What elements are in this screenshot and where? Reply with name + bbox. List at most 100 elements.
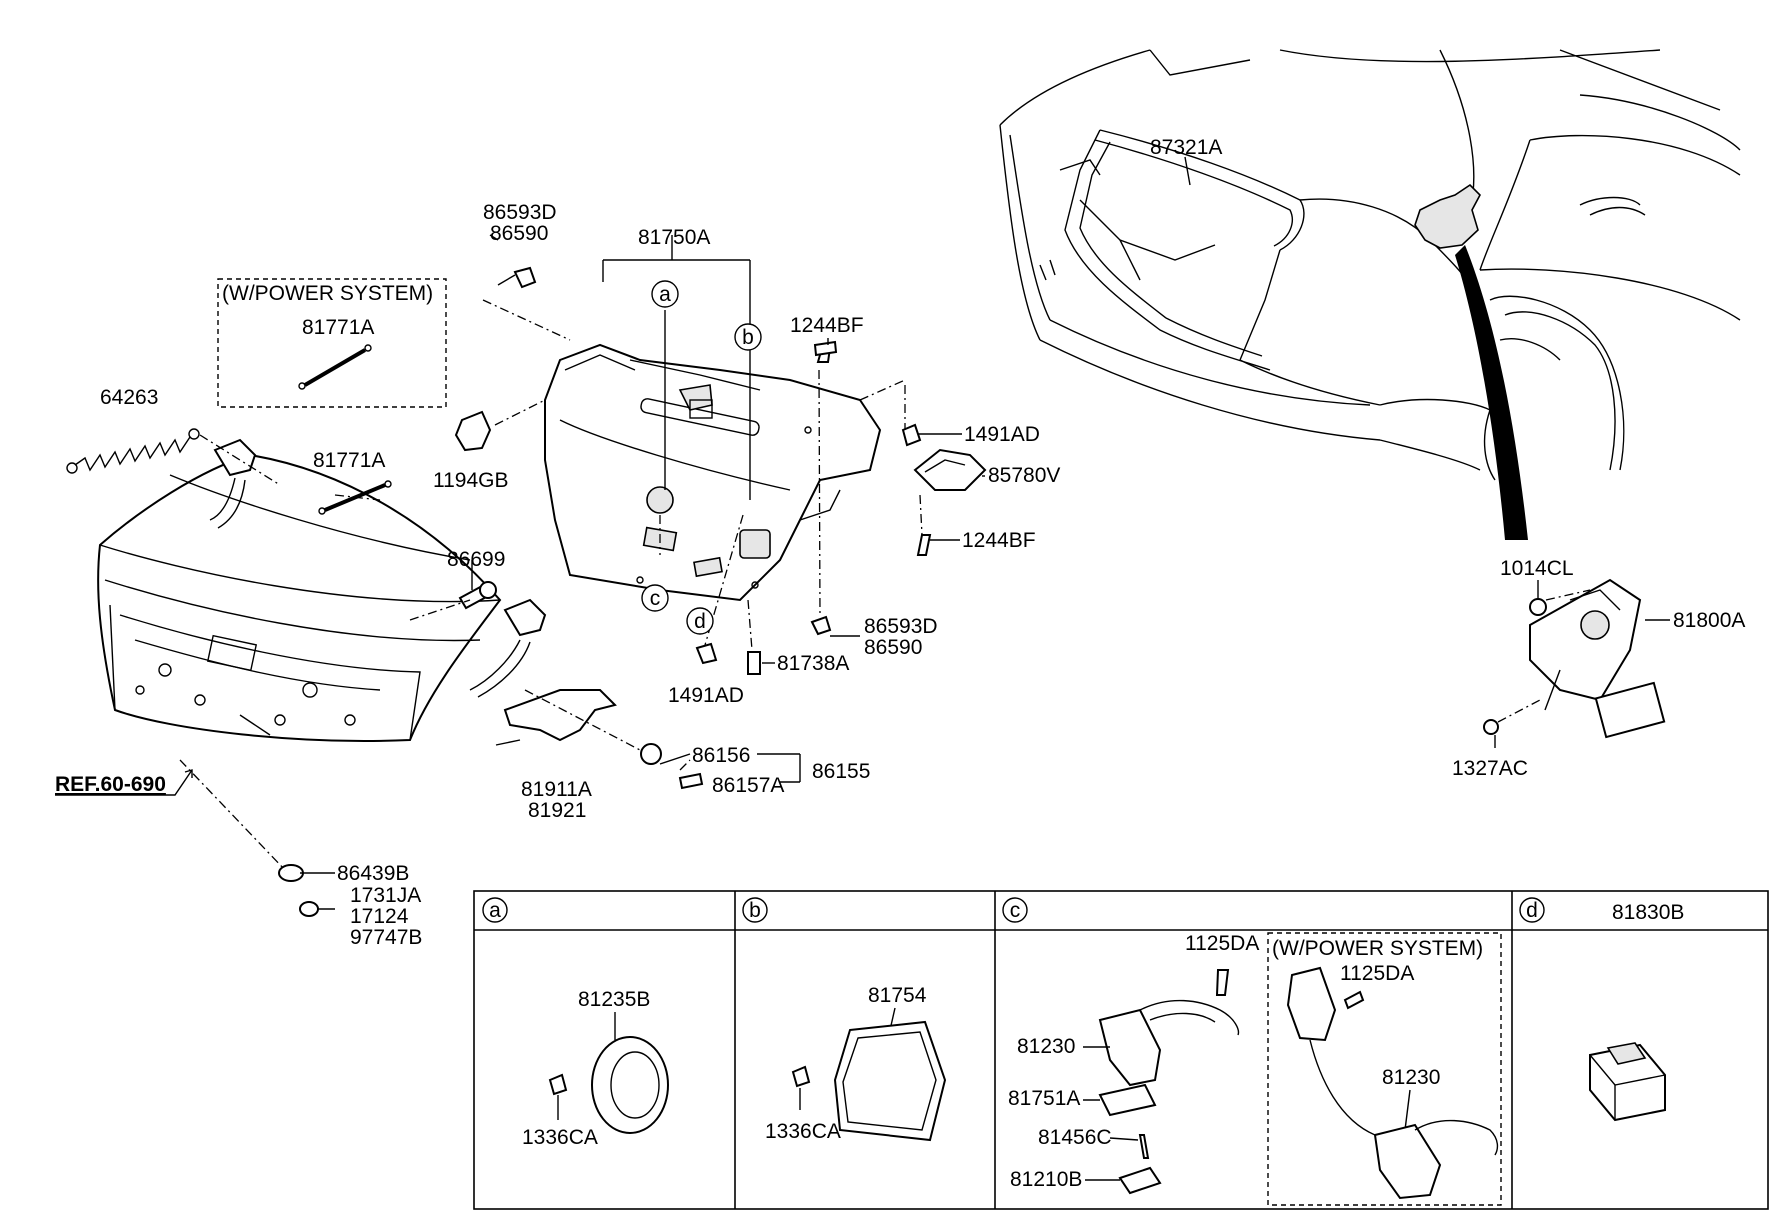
trunk-trim-panel-81750A [544, 343, 882, 602]
clip-1491AD-right [901, 423, 922, 447]
label-85780V: 85780V [988, 464, 1060, 487]
label-86699: 86699 [447, 548, 505, 571]
grommet-86439B [278, 864, 304, 882]
hinge-right [469, 598, 547, 698]
table-header-d: d [1519, 897, 1545, 923]
callout-c: c [641, 584, 669, 612]
label-1244BF-top: 1244BF [790, 314, 864, 337]
bolt-1125DA-power [1343, 990, 1365, 1010]
bolt-1244BF-bottom [916, 534, 932, 556]
handle-85780V [913, 448, 987, 491]
label-1125DA-c: 1125DA [1185, 932, 1259, 955]
svg-text:c: c [650, 587, 661, 610]
clip-1336CA-a [548, 1073, 568, 1096]
label-1014CL: 1014CL [1500, 557, 1574, 580]
svg-text:c: c [1010, 899, 1021, 922]
table-header-81830B: 81830B [1612, 901, 1684, 924]
latch-81230-power [1373, 1119, 1499, 1200]
ring-81235B [591, 1036, 669, 1134]
label-86593D-top: 86593D [483, 201, 557, 224]
label-1491AD-right: 1491AD [964, 423, 1040, 446]
screw-81456C [1138, 1134, 1150, 1159]
label-86157A: 86157A [712, 774, 784, 797]
label-17124: 17124 [350, 905, 409, 928]
switch-81751A [1098, 1083, 1157, 1117]
label-1336CA-a: 1336CA [522, 1126, 598, 1149]
actuator-power [1286, 966, 1376, 1136]
leader-lines [55, 156, 1670, 910]
label-1491AD-bottom: 1491AD [668, 684, 744, 707]
callout-d: d [686, 607, 714, 635]
label-1336CA-b: 1336CA [765, 1120, 841, 1143]
clip-1336CA-b [791, 1065, 811, 1088]
label-87321A: 87321A [1150, 136, 1222, 159]
latch-actuator-81800A [1529, 578, 1666, 739]
label-81754: 81754 [868, 984, 927, 1007]
power-system-box [217, 278, 447, 408]
nut-1014CL [1529, 598, 1547, 616]
label-81738A: 81738A [777, 652, 849, 675]
label-power-system-c: (W/POWER SYSTEM) [1272, 937, 1483, 960]
bumper-1194GB [454, 410, 492, 452]
label-1327AC: 1327AC [1452, 757, 1528, 780]
label-81230-power: 81230 [1382, 1066, 1440, 1089]
label-81800A: 81800A [1673, 609, 1745, 632]
latch-81230 [1098, 999, 1240, 1087]
svg-text:a: a [489, 899, 501, 922]
label-81210B: 81210B [1010, 1168, 1082, 1191]
trunk-lid [97, 453, 502, 742]
svg-text:b: b [742, 326, 754, 349]
bracket-81210B [1118, 1166, 1162, 1195]
car-rear-illustration [999, 49, 1741, 540]
label-81751A: 81751A [1008, 1087, 1080, 1110]
bolt-1244BF-top [813, 340, 838, 363]
label-81911A: 81911A [521, 778, 592, 801]
svg-text:d: d [1526, 899, 1538, 922]
pin-86699 [458, 581, 497, 610]
label-97747B: 97747B [350, 926, 422, 949]
label-86439B: 86439B [337, 862, 409, 885]
label-81750A: 81750A [638, 226, 710, 249]
table-header-a: a [482, 897, 508, 923]
bumper-81738A [747, 651, 761, 675]
callout-a: a [651, 280, 679, 308]
spring-64263 [66, 428, 200, 474]
trim-81911A [503, 689, 617, 742]
label-1731JA: 1731JA [350, 884, 421, 907]
strut-81771A-power [298, 344, 372, 390]
label-81235B: 81235B [578, 988, 650, 1011]
clip-1491AD-bottom [695, 642, 718, 665]
clip-86593D-top [513, 266, 537, 289]
label-86590-bottom: 86590 [864, 636, 922, 659]
label-ref-60-690: REF.60-690 [55, 773, 166, 796]
svg-text:d: d [694, 610, 706, 633]
callout-b: b [734, 323, 762, 351]
label-1244BF-bottom: 1244BF [962, 529, 1036, 552]
table-header-b: b [742, 897, 768, 923]
label-86155: 86155 [812, 760, 870, 783]
switch-81830B [1589, 1042, 1666, 1122]
label-86156: 86156 [692, 744, 750, 767]
label-81230-c: 81230 [1017, 1035, 1075, 1058]
cap-86156 [640, 743, 662, 765]
label-81456C: 81456C [1038, 1126, 1112, 1149]
label-86590-top: 86590 [490, 222, 548, 245]
power-system-box-c [1267, 932, 1502, 1206]
label-86593D-bottom: 86593D [864, 615, 938, 638]
bolt-86157A [678, 772, 704, 790]
label-64263: 64263 [100, 386, 158, 409]
grommet-17124 [299, 901, 319, 917]
nut-1327AC [1483, 719, 1499, 735]
clip-86593D-bottom [810, 615, 832, 636]
label-1125DA-power: 1125DA [1340, 962, 1414, 985]
label-81921: 81921 [528, 799, 586, 822]
cover-81754 [833, 1020, 947, 1142]
svg-text:a: a [659, 283, 671, 306]
bolt-1125DA-c [1215, 969, 1230, 996]
svg-text:b: b [749, 899, 761, 922]
label-81771A: 81771A [313, 449, 385, 472]
label-power-system-top: (W/POWER SYSTEM) [222, 282, 433, 305]
label-1194GB: 1194GB [433, 469, 509, 492]
